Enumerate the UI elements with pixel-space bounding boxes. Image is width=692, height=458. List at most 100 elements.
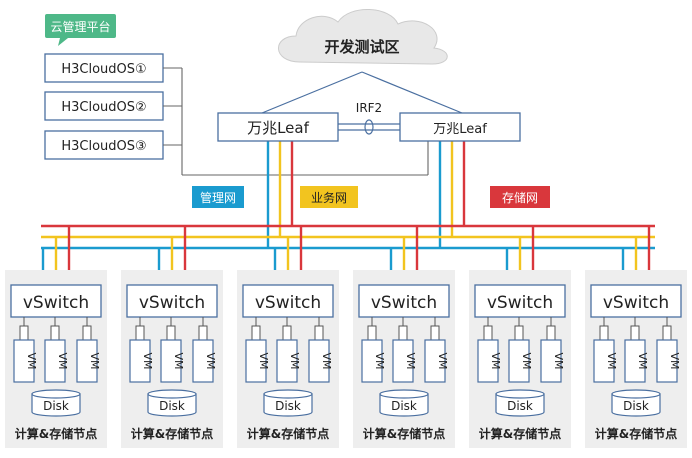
node-label: 计算&存储节点: [131, 426, 213, 441]
cloudos-links: [163, 67, 429, 176]
vswitch-label: vSwitch: [371, 293, 437, 313]
vm-label: VM: [56, 352, 69, 369]
storage-network-label: 存储网: [502, 190, 538, 205]
vm-box: [129, 339, 151, 383]
vm-label: VM: [88, 352, 101, 369]
vm-box: [392, 339, 414, 383]
vm-box: [76, 339, 98, 383]
cloud-shape-icon: [278, 9, 448, 65]
disk-label: Disk: [159, 399, 185, 413]
vm-box: [624, 339, 646, 383]
vm-label: VM: [288, 352, 301, 369]
network-trunks: [41, 141, 655, 250]
vm-box: [656, 339, 678, 383]
vnic-icon: [282, 325, 292, 341]
vnic-icon: [198, 325, 208, 341]
vm-label: VM: [605, 352, 618, 369]
cloudos-server-3: [44, 130, 164, 160]
vm-box: [245, 339, 267, 383]
disk-icon: [147, 389, 197, 417]
node-label: 计算&存储节点: [595, 426, 677, 441]
disk-label: Disk: [43, 399, 69, 413]
disk-icon: [31, 389, 81, 417]
vm-label: VM: [404, 352, 417, 369]
disk-label: Disk: [391, 399, 417, 413]
test-zone-cloud: 开发测试区: [278, 9, 448, 65]
vnic-icon: [599, 325, 609, 341]
mgmt-network-label-box: 管理网: [192, 186, 244, 208]
vswitch-box: [474, 284, 566, 318]
cloudos-server-2-label: H3CloudOS②: [61, 100, 146, 115]
disk-icon: [263, 389, 313, 417]
vm-box: [160, 339, 182, 383]
vnic-icon: [314, 325, 324, 341]
vm-box: [308, 339, 330, 383]
vnic-icon: [135, 325, 145, 341]
vnic-icon: [398, 325, 408, 341]
disk-label: Disk: [507, 399, 533, 413]
vm-label: VM: [320, 352, 333, 369]
business-network-label-box: 业务网: [300, 186, 358, 208]
cloud-mgmt-tag: 云管理平台: [45, 14, 116, 46]
cloudos-server-list: H3CloudOS① H3CloudOS② H3CloudOS③: [44, 53, 164, 160]
cloudos-server-2: [44, 91, 164, 121]
vnic-icon: [166, 325, 176, 341]
vm-box: [276, 339, 298, 383]
vm-box: [508, 339, 530, 383]
vnic-icon: [50, 325, 60, 341]
vm-label: VM: [25, 352, 38, 369]
vswitch-label: vSwitch: [23, 293, 89, 313]
leaf-switch-right: 万兆Leaf: [399, 112, 521, 142]
vm-label: VM: [141, 352, 154, 369]
leaf-switch-right-label: 万兆Leaf: [433, 122, 487, 137]
node-label: 计算&存储节点: [479, 426, 561, 441]
vm-box: [424, 339, 446, 383]
cloudos-server-1-label: H3CloudOS①: [61, 62, 146, 77]
leaf-switch-left: 万兆Leaf: [217, 112, 339, 142]
vswitch-box: [242, 284, 334, 318]
vnic-icon: [662, 325, 672, 341]
node-label: 计算&存储节点: [363, 426, 445, 441]
vswitch-label: vSwitch: [487, 293, 553, 313]
disk-icon: [495, 389, 545, 417]
node-label: 计算&存储节点: [15, 426, 97, 441]
cloud-mgmt-tag-label: 云管理平台: [50, 19, 110, 34]
vm-label: VM: [373, 352, 386, 369]
business-network-label: 业务网: [311, 190, 347, 205]
mgmt-network-label: 管理网: [200, 190, 236, 205]
vnic-icon: [630, 325, 640, 341]
vswitch-box: [10, 284, 102, 318]
vnic-icon: [546, 325, 556, 341]
vm-box: [13, 339, 35, 383]
vm-box: [44, 339, 66, 383]
vswitch-label: vSwitch: [255, 293, 321, 313]
vswitch-label: vSwitch: [139, 293, 205, 313]
vswitch-box: [358, 284, 450, 318]
vm-label: VM: [436, 352, 449, 369]
irf-label: IRF2: [356, 101, 382, 115]
vm-label: VM: [668, 352, 681, 369]
vm-label: VM: [636, 352, 649, 369]
storage-network-label-box: 存储网: [490, 186, 550, 208]
vm-box: [361, 339, 383, 383]
vswitch-box: [126, 284, 218, 318]
vswitch-label: vSwitch: [603, 293, 669, 313]
vm-label: VM: [489, 352, 502, 369]
disk-label: Disk: [623, 399, 649, 413]
vm-box: [477, 339, 499, 383]
vnic-icon: [483, 325, 493, 341]
vnic-icon: [19, 325, 29, 341]
vm-label: VM: [552, 352, 565, 369]
disk-icon: [379, 389, 429, 417]
vnic-icon: [251, 325, 261, 341]
vm-label: VM: [520, 352, 533, 369]
cloudos-server-3-label: H3CloudOS③: [61, 139, 146, 154]
